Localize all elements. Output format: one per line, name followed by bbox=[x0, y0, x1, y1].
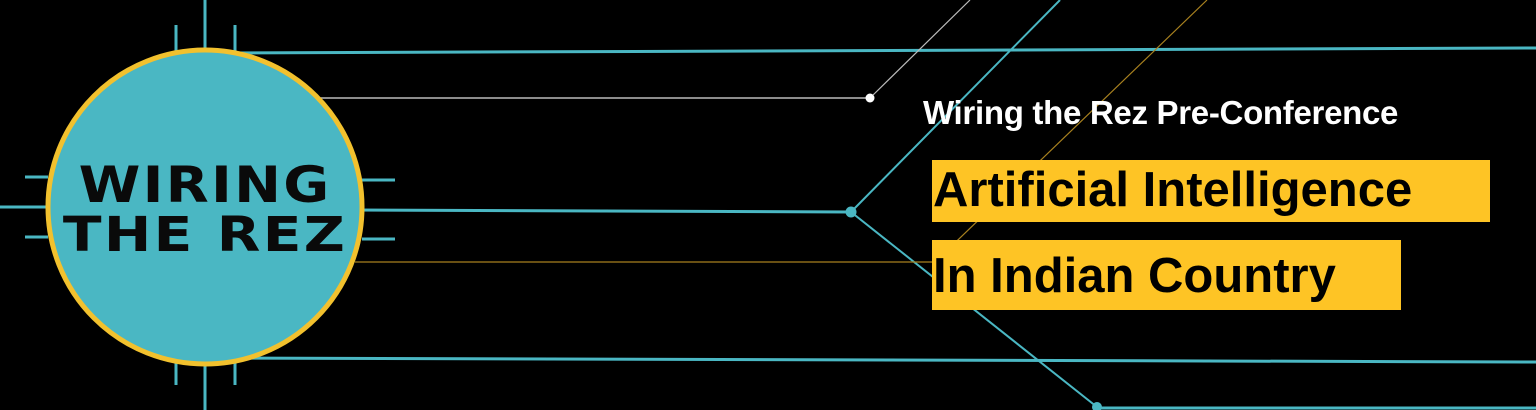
logo-circle bbox=[45, 47, 365, 367]
wire-node-teal bbox=[845, 206, 857, 218]
logo-text-line1: WIRING bbox=[78, 156, 332, 214]
subtitle: Wiring the Rez Pre-Conference bbox=[923, 94, 1399, 131]
wire-node-teal-bottom bbox=[1092, 402, 1102, 410]
wire-middle bbox=[354, 208, 852, 214]
logo-text-line2: THE REZ bbox=[62, 207, 348, 263]
wire-top bbox=[229, 46, 1536, 55]
wire-bottom bbox=[229, 356, 1536, 364]
wire-node-white bbox=[865, 93, 875, 103]
wire-diagonal-up bbox=[850, 0, 1061, 213]
wire-white-diagonal bbox=[869, 0, 971, 99]
headline-line1: Artificial Intelligence bbox=[932, 160, 1490, 222]
headline-line2: In Indian Country bbox=[932, 240, 1401, 310]
